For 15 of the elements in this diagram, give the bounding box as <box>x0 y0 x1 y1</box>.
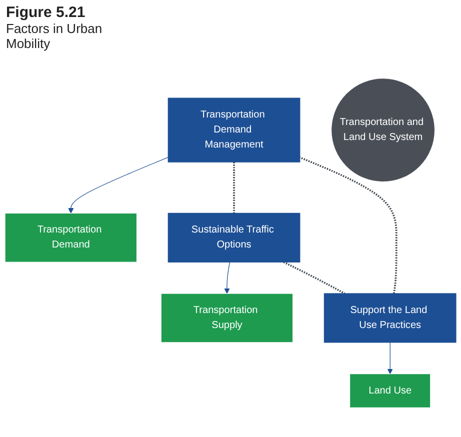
node-circle: Transportation and Land Use System <box>330 78 436 182</box>
connector <box>233 162 235 214</box>
connector <box>300 156 398 294</box>
node-box: Transportation Demand <box>4 212 138 262</box>
node-box: Land Use <box>349 374 431 408</box>
node-box: Support the Land Use Practices <box>324 293 456 343</box>
node-box: Sustainable Traffic Options <box>168 212 300 262</box>
arrow <box>68 156 168 214</box>
figure-caption: Factors in Urban Mobility <box>6 21 104 51</box>
figure-title: Figure 5.21 <box>6 4 86 21</box>
arrow <box>224 262 230 294</box>
arrow <box>387 342 393 374</box>
connector <box>283 261 346 294</box>
node-box: Transportation Supply <box>160 293 294 343</box>
node-box: Transportation Demand Management <box>168 98 300 162</box>
